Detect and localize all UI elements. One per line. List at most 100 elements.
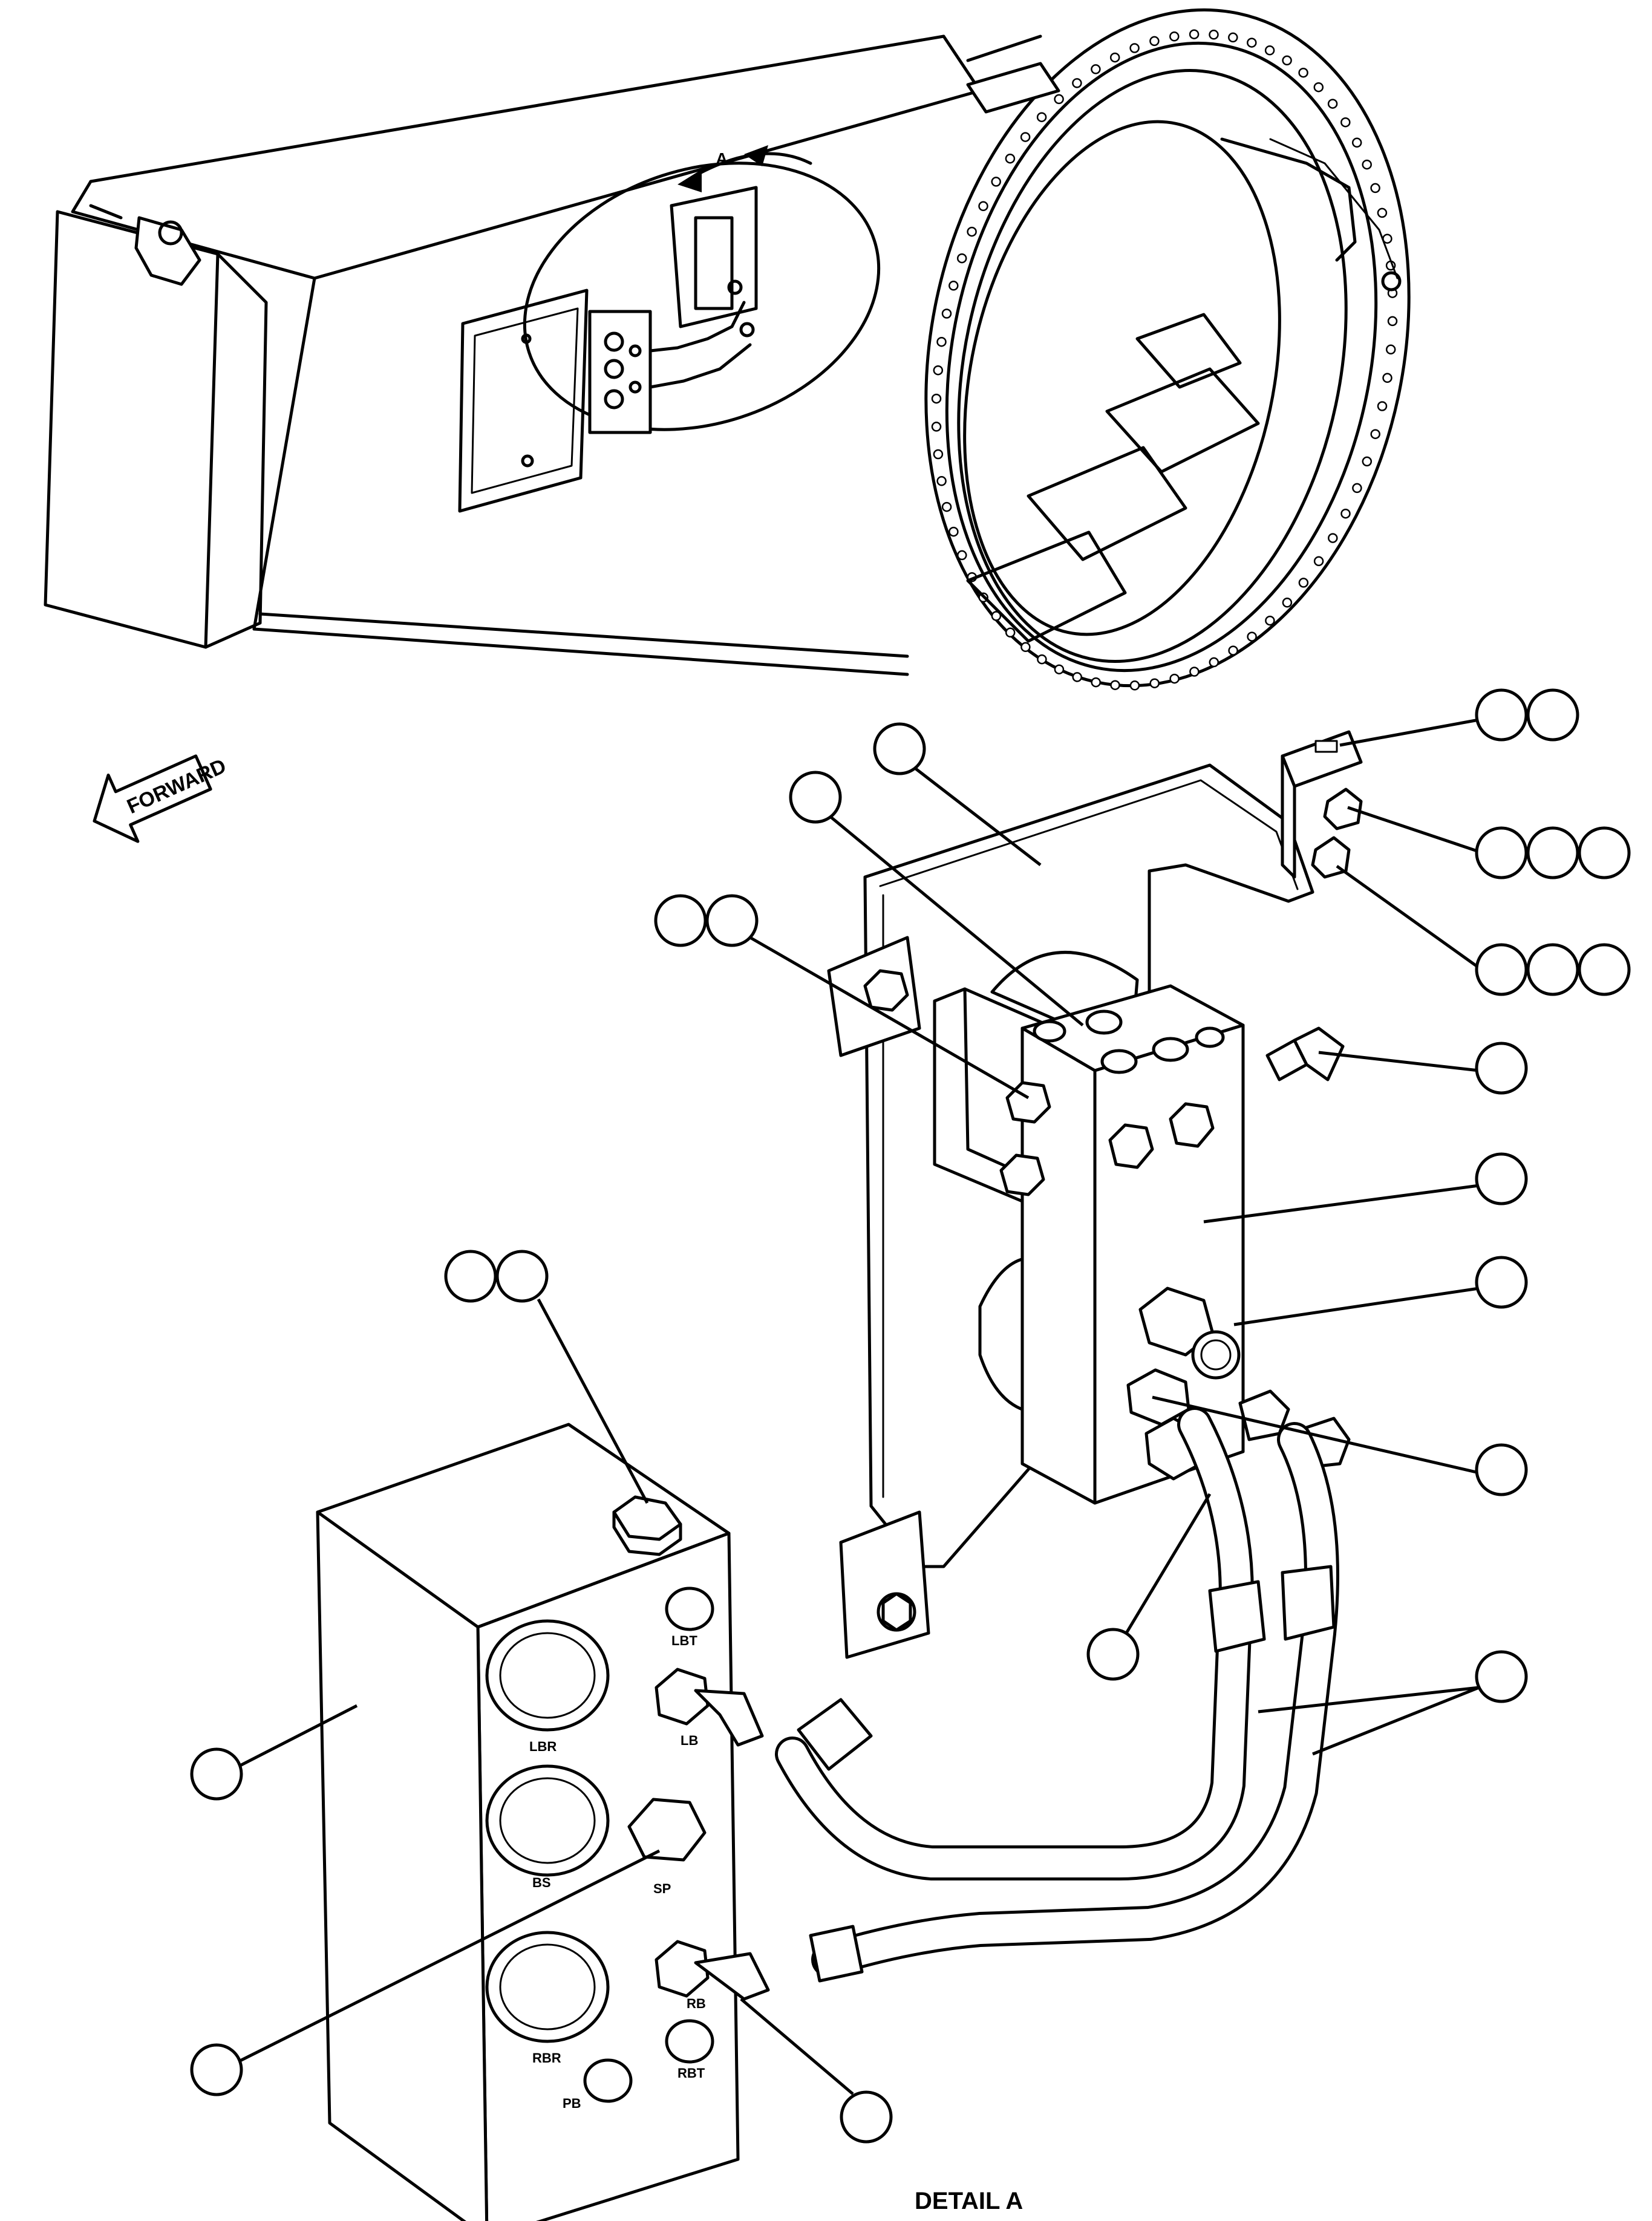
callout-bubble xyxy=(190,1747,243,1801)
callout-leader xyxy=(1125,1493,1212,1634)
bolt-hole xyxy=(941,308,952,319)
bolt-hole xyxy=(1328,533,1338,543)
callout-bubble xyxy=(1475,1256,1528,1309)
callout-bubble xyxy=(190,2043,243,2096)
callout-bubble xyxy=(1475,826,1528,879)
bolt-hole xyxy=(1005,627,1016,638)
bolt-hole xyxy=(1110,680,1120,690)
callout-bubble xyxy=(654,894,707,947)
bolt-hole xyxy=(936,476,947,486)
callout-leader xyxy=(912,766,1042,866)
detail-marker-label: A xyxy=(716,149,728,168)
bolt-hole xyxy=(1149,36,1160,47)
callout-bubble xyxy=(495,1250,549,1303)
forward-arrow-icon: FORWARD xyxy=(93,754,230,843)
bolt-hole xyxy=(1054,94,1064,105)
bolt-hole xyxy=(957,550,967,561)
main-frame xyxy=(44,34,1060,676)
bolt-hole xyxy=(1036,112,1047,122)
bolt-hole xyxy=(1382,373,1392,383)
callout-leader xyxy=(537,1298,649,1504)
callout-bubble xyxy=(444,1250,497,1303)
callout-bubble xyxy=(1578,943,1631,996)
bolt-hole xyxy=(1037,654,1047,665)
callout-leader xyxy=(1203,1184,1480,1224)
bolt-hole xyxy=(948,526,959,537)
callout-leader xyxy=(238,1704,358,1768)
callout-leader xyxy=(1347,806,1480,853)
bolt-hole xyxy=(948,281,959,291)
port-label-lbr: LBR xyxy=(529,1739,557,1754)
callout-bubble xyxy=(1578,826,1631,879)
bolt-hole xyxy=(1298,67,1308,78)
bolt-hole xyxy=(991,177,1001,187)
callout-leader xyxy=(1152,1395,1480,1475)
callout-leader xyxy=(1339,718,1480,747)
callout-bubble xyxy=(840,2090,893,2144)
hub-bolt-holes xyxy=(931,29,1398,691)
callout-bubble xyxy=(1475,943,1528,996)
callout-leader xyxy=(1233,1287,1480,1326)
bolt-hole xyxy=(1352,483,1362,494)
callout-leader xyxy=(1258,1686,1480,1714)
callout-leader xyxy=(1318,1051,1480,1072)
callout-bubble xyxy=(1526,688,1579,742)
bolt-hole xyxy=(1149,678,1160,688)
callout-leader xyxy=(740,1998,854,2095)
bolt-hole xyxy=(1209,657,1219,668)
callout-bubble xyxy=(1475,1042,1528,1095)
bolt-hole xyxy=(967,226,977,237)
bolt-hole xyxy=(933,449,944,460)
bolt-hole xyxy=(1020,132,1031,142)
callout-bubble xyxy=(705,894,759,947)
callout-bubble xyxy=(1475,1650,1528,1703)
callout-bubble xyxy=(1526,943,1579,996)
hub-ring xyxy=(924,8,1411,691)
callout-leader xyxy=(1312,1686,1480,1756)
callout-bubble xyxy=(1475,688,1528,742)
bolt-hole xyxy=(933,365,944,376)
bolt-hole xyxy=(1282,598,1293,608)
bolt-hole xyxy=(1351,137,1362,148)
port-label-lb: LB xyxy=(681,1733,698,1748)
bolt-hole xyxy=(1370,183,1380,194)
bolt-hole xyxy=(941,501,952,512)
bolt-hole xyxy=(1189,667,1200,677)
callout-bubble xyxy=(1475,1443,1528,1496)
bolt-hole xyxy=(1265,615,1275,626)
port-label-sp: SP xyxy=(653,1881,671,1896)
nacelle-overview: A xyxy=(44,8,1411,691)
port-label-bs: BS xyxy=(532,1875,551,1890)
bolt-hole xyxy=(1298,578,1309,588)
bolt-hole xyxy=(1362,456,1373,467)
bolt-hole xyxy=(1129,43,1140,53)
bolt-hole xyxy=(1377,401,1388,411)
bolt-hole xyxy=(1385,344,1396,355)
bolt-hole xyxy=(1109,52,1120,63)
bolt-hole xyxy=(1247,38,1257,48)
brake-manifold: LBT LBR LB BS SP RBR RB RBT PB xyxy=(316,1423,770,2221)
bolt-hole xyxy=(1362,159,1372,170)
bolt-hole xyxy=(978,201,988,212)
hydraulic-hoses xyxy=(775,1407,1339,1983)
detail-a-callout xyxy=(523,161,881,434)
bolt-hole xyxy=(1387,316,1398,327)
bolt-hole xyxy=(931,393,942,404)
bolt-hole xyxy=(1020,642,1031,653)
port-label-lbt: LBT xyxy=(671,1633,697,1648)
bolt-hole xyxy=(1264,45,1275,56)
bolt-hole xyxy=(1209,30,1219,40)
bolt-hole xyxy=(1228,32,1238,43)
port-label-rbr: RBR xyxy=(532,2050,561,2066)
rear-valve-block xyxy=(1020,984,1351,1505)
detail-title: DETAIL A xyxy=(915,2188,1023,2214)
bolt-hole xyxy=(1054,664,1065,674)
bolt-hole xyxy=(1327,99,1338,109)
bolt-hole xyxy=(1282,55,1292,66)
bolt-hole xyxy=(1370,429,1380,439)
bolt-hole xyxy=(1169,673,1180,684)
bolt-hole xyxy=(1313,82,1324,93)
callout-bubble xyxy=(789,771,842,824)
callout-leader xyxy=(238,1849,661,2063)
sensor-bracket xyxy=(1281,730,1363,879)
